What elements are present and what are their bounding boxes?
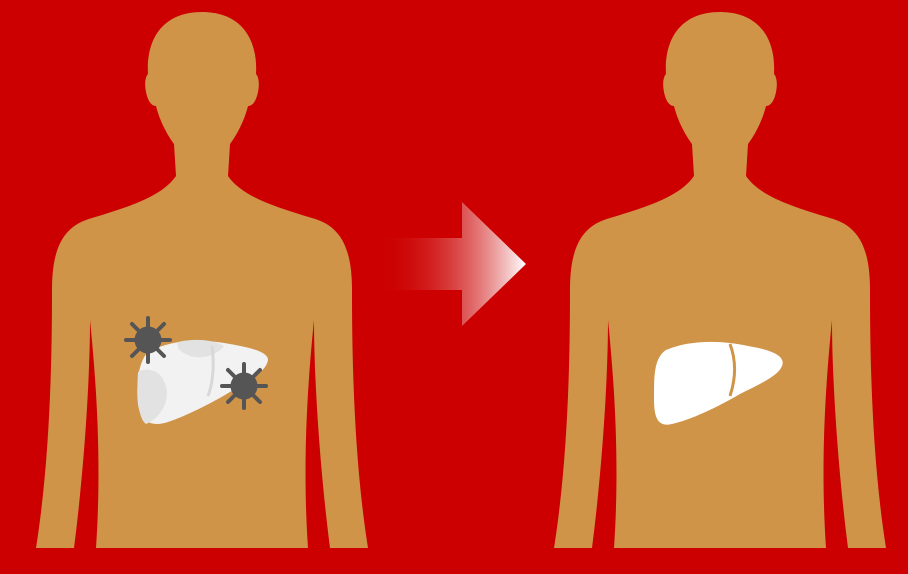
virus-icon-upper — [126, 318, 170, 362]
left-body-silhouette — [36, 12, 368, 548]
right-arrow-icon — [378, 202, 526, 326]
right-body-silhouette — [554, 12, 886, 548]
virus-icon-lower — [222, 364, 266, 408]
